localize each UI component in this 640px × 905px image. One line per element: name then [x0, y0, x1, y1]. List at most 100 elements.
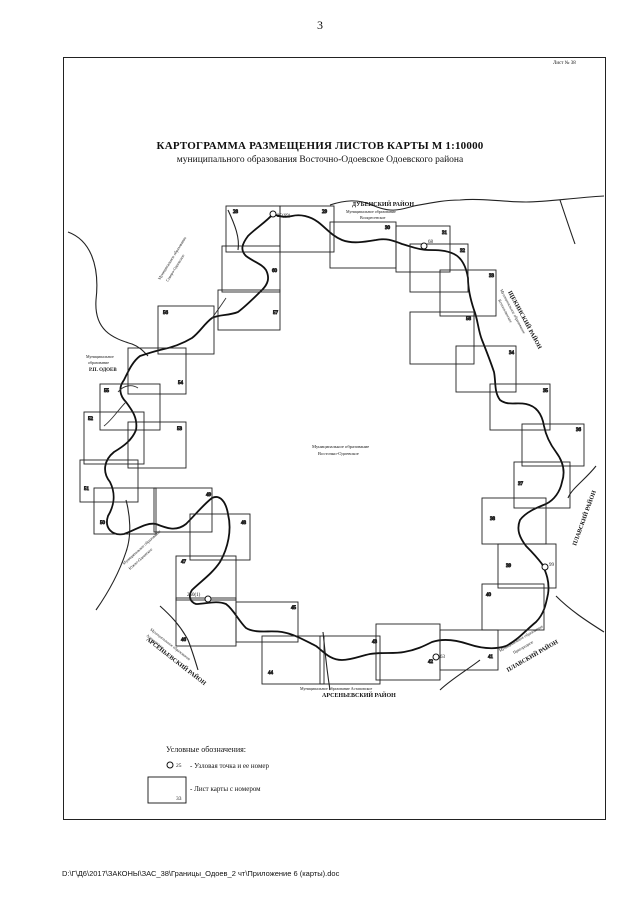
map-sheet: 29 — [279, 205, 335, 253]
svg-text:28: 28 — [233, 210, 239, 215]
svg-text:37: 37 — [518, 482, 524, 487]
boundary-south-east — [439, 659, 481, 691]
map-sheet: 39 — [497, 543, 557, 589]
map-sheet: 37 — [513, 461, 571, 509]
svg-text:30: 30 — [385, 226, 391, 231]
svg-text:49: 49 — [206, 493, 212, 498]
sheet-stamp: Лист № 38 — [553, 61, 576, 66]
map-sheet: 43 — [319, 635, 381, 685]
center-label-2: Восточно-Одоевское — [318, 451, 359, 456]
svg-text:60: 60 — [272, 269, 278, 274]
svg-text:38: 38 — [490, 517, 496, 522]
svg-text:39: 39 — [506, 564, 512, 569]
map-sheet: 48 — [189, 513, 251, 561]
svg-text:54: 54 — [178, 381, 184, 386]
node-point: 250(1) — [187, 593, 212, 603]
region-odoev-3: Р.П. ОДОЕВ — [89, 368, 117, 373]
map-sheet: 56 — [157, 305, 215, 355]
svg-text:48: 48 — [241, 521, 247, 526]
boundary-north-dubensky — [329, 195, 605, 211]
boundary-ne — [559, 199, 576, 245]
svg-text:58: 58 — [466, 317, 472, 322]
map-subtitle: муниципального образования Восточно-Одое… — [176, 155, 464, 165]
svg-text:68: 68 — [428, 240, 434, 245]
svg-text:53: 53 — [177, 427, 183, 432]
map-frame — [63, 57, 606, 820]
node-points: 25(69) 68 99 250(1) 63 — [187, 210, 555, 661]
boundary-sw — [159, 605, 199, 671]
file-path-footer: D:\Г\Д6\2017\ЗАКОНЫ\ЗАС_38\Границы_Одоев… — [62, 869, 340, 878]
map-sheet: 57 — [217, 289, 281, 331]
region-odoev-1: Муниципальное — [86, 354, 114, 359]
region-labels: Муниципальное образование Восточно-Одоев… — [86, 200, 598, 699]
svg-text:51: 51 — [84, 487, 90, 492]
boundary-west-north — [67, 231, 149, 357]
svg-text:50: 50 — [100, 521, 106, 526]
svg-text:43: 43 — [372, 640, 378, 645]
svg-text:42: 42 — [428, 660, 434, 665]
district-boundaries — [67, 195, 605, 691]
legend-sheet-text: - Лист карты с номером — [190, 785, 261, 793]
municipal-border — [104, 212, 565, 661]
svg-text:29: 29 — [322, 210, 328, 215]
map-sheet: 30 — [329, 221, 397, 269]
legend-sheet-number: 33 — [176, 796, 182, 802]
node-point: 99 — [541, 563, 555, 571]
center-label-1: Муниципальное образование — [312, 444, 369, 449]
svg-text:31: 31 — [442, 231, 448, 236]
svg-text:45: 45 — [291, 606, 297, 611]
boundary-se — [555, 595, 605, 633]
svg-text:25(69): 25(69) — [277, 214, 291, 219]
map-sheet: 35 — [489, 383, 551, 431]
map-sheets: 28 29 30 31 32 33 34 35 36 37 38 39 40 4… — [79, 205, 585, 685]
map-sheet: 34 — [455, 345, 517, 393]
svg-text:57: 57 — [273, 311, 279, 316]
map-sheet: 40 — [481, 583, 545, 631]
region-plavsky-rail: ПЛАВСКИЙ РАЙОН — [570, 489, 598, 547]
line-odoev-2 — [103, 401, 127, 427]
region-arsenyevsky-bottom-sub: Муниципальное образование Астаповское — [300, 686, 372, 691]
svg-text:40: 40 — [486, 593, 492, 598]
region-dubensky: ДУБЕНСКИЙ РАЙОН — [352, 200, 414, 208]
map-sheet: 52 — [83, 411, 145, 465]
node-point: 63 — [432, 653, 446, 661]
region-odoev-2: образование — [88, 360, 109, 365]
svg-text:47: 47 — [181, 560, 187, 565]
boundary-east — [567, 465, 597, 499]
map-sheet: 32 — [409, 243, 469, 293]
svg-text:52: 52 — [88, 417, 94, 422]
page-number: 3 — [317, 18, 323, 32]
svg-text:250(1): 250(1) — [187, 593, 201, 598]
map-sheet: 58 — [409, 311, 475, 365]
region-dubensky-sub-1: Муниципальное образование — [346, 209, 396, 214]
boundary-west-south — [95, 499, 131, 611]
map-sheet: 31 — [395, 225, 451, 273]
svg-text:34: 34 — [509, 351, 515, 356]
map-sheet: 36 — [521, 423, 585, 467]
map-sheet: 41 — [439, 629, 499, 671]
map-sheet: 50 — [93, 487, 157, 535]
node-point: 25(69) — [269, 210, 291, 219]
svg-text:55: 55 — [104, 389, 110, 394]
svg-text:63: 63 — [440, 655, 446, 660]
internal-lines — [103, 297, 227, 427]
map-sheet: 33 — [439, 269, 497, 317]
legend-node-icon — [166, 761, 174, 769]
boundary-north — [227, 209, 239, 251]
svg-text:44: 44 — [268, 671, 274, 676]
legend-node-text: - Узловая точка и ее номер — [190, 762, 270, 770]
svg-text:41: 41 — [488, 655, 494, 660]
svg-text:46: 46 — [181, 638, 187, 643]
legend-title: Условные обозначения: — [166, 745, 247, 754]
region-arsenyevsky-bottom: АРСЕНЬЕВСКИЙ РАЙОН — [322, 691, 396, 699]
map-title: КАРТОГРАММА РАЗМЕЩЕНИЯ ЛИСТОВ КАРТЫ М 1:… — [156, 140, 484, 152]
region-dubensky-sub-2: Воскресенское — [360, 215, 386, 220]
svg-text:99: 99 — [549, 563, 555, 568]
svg-text:32: 32 — [460, 249, 466, 254]
legend-sheet-icon — [147, 776, 187, 804]
map-sheet: 44 — [261, 635, 325, 685]
svg-text:56: 56 — [163, 311, 169, 316]
map-sheet: 54 — [127, 347, 187, 395]
svg-text:36: 36 — [576, 428, 582, 433]
